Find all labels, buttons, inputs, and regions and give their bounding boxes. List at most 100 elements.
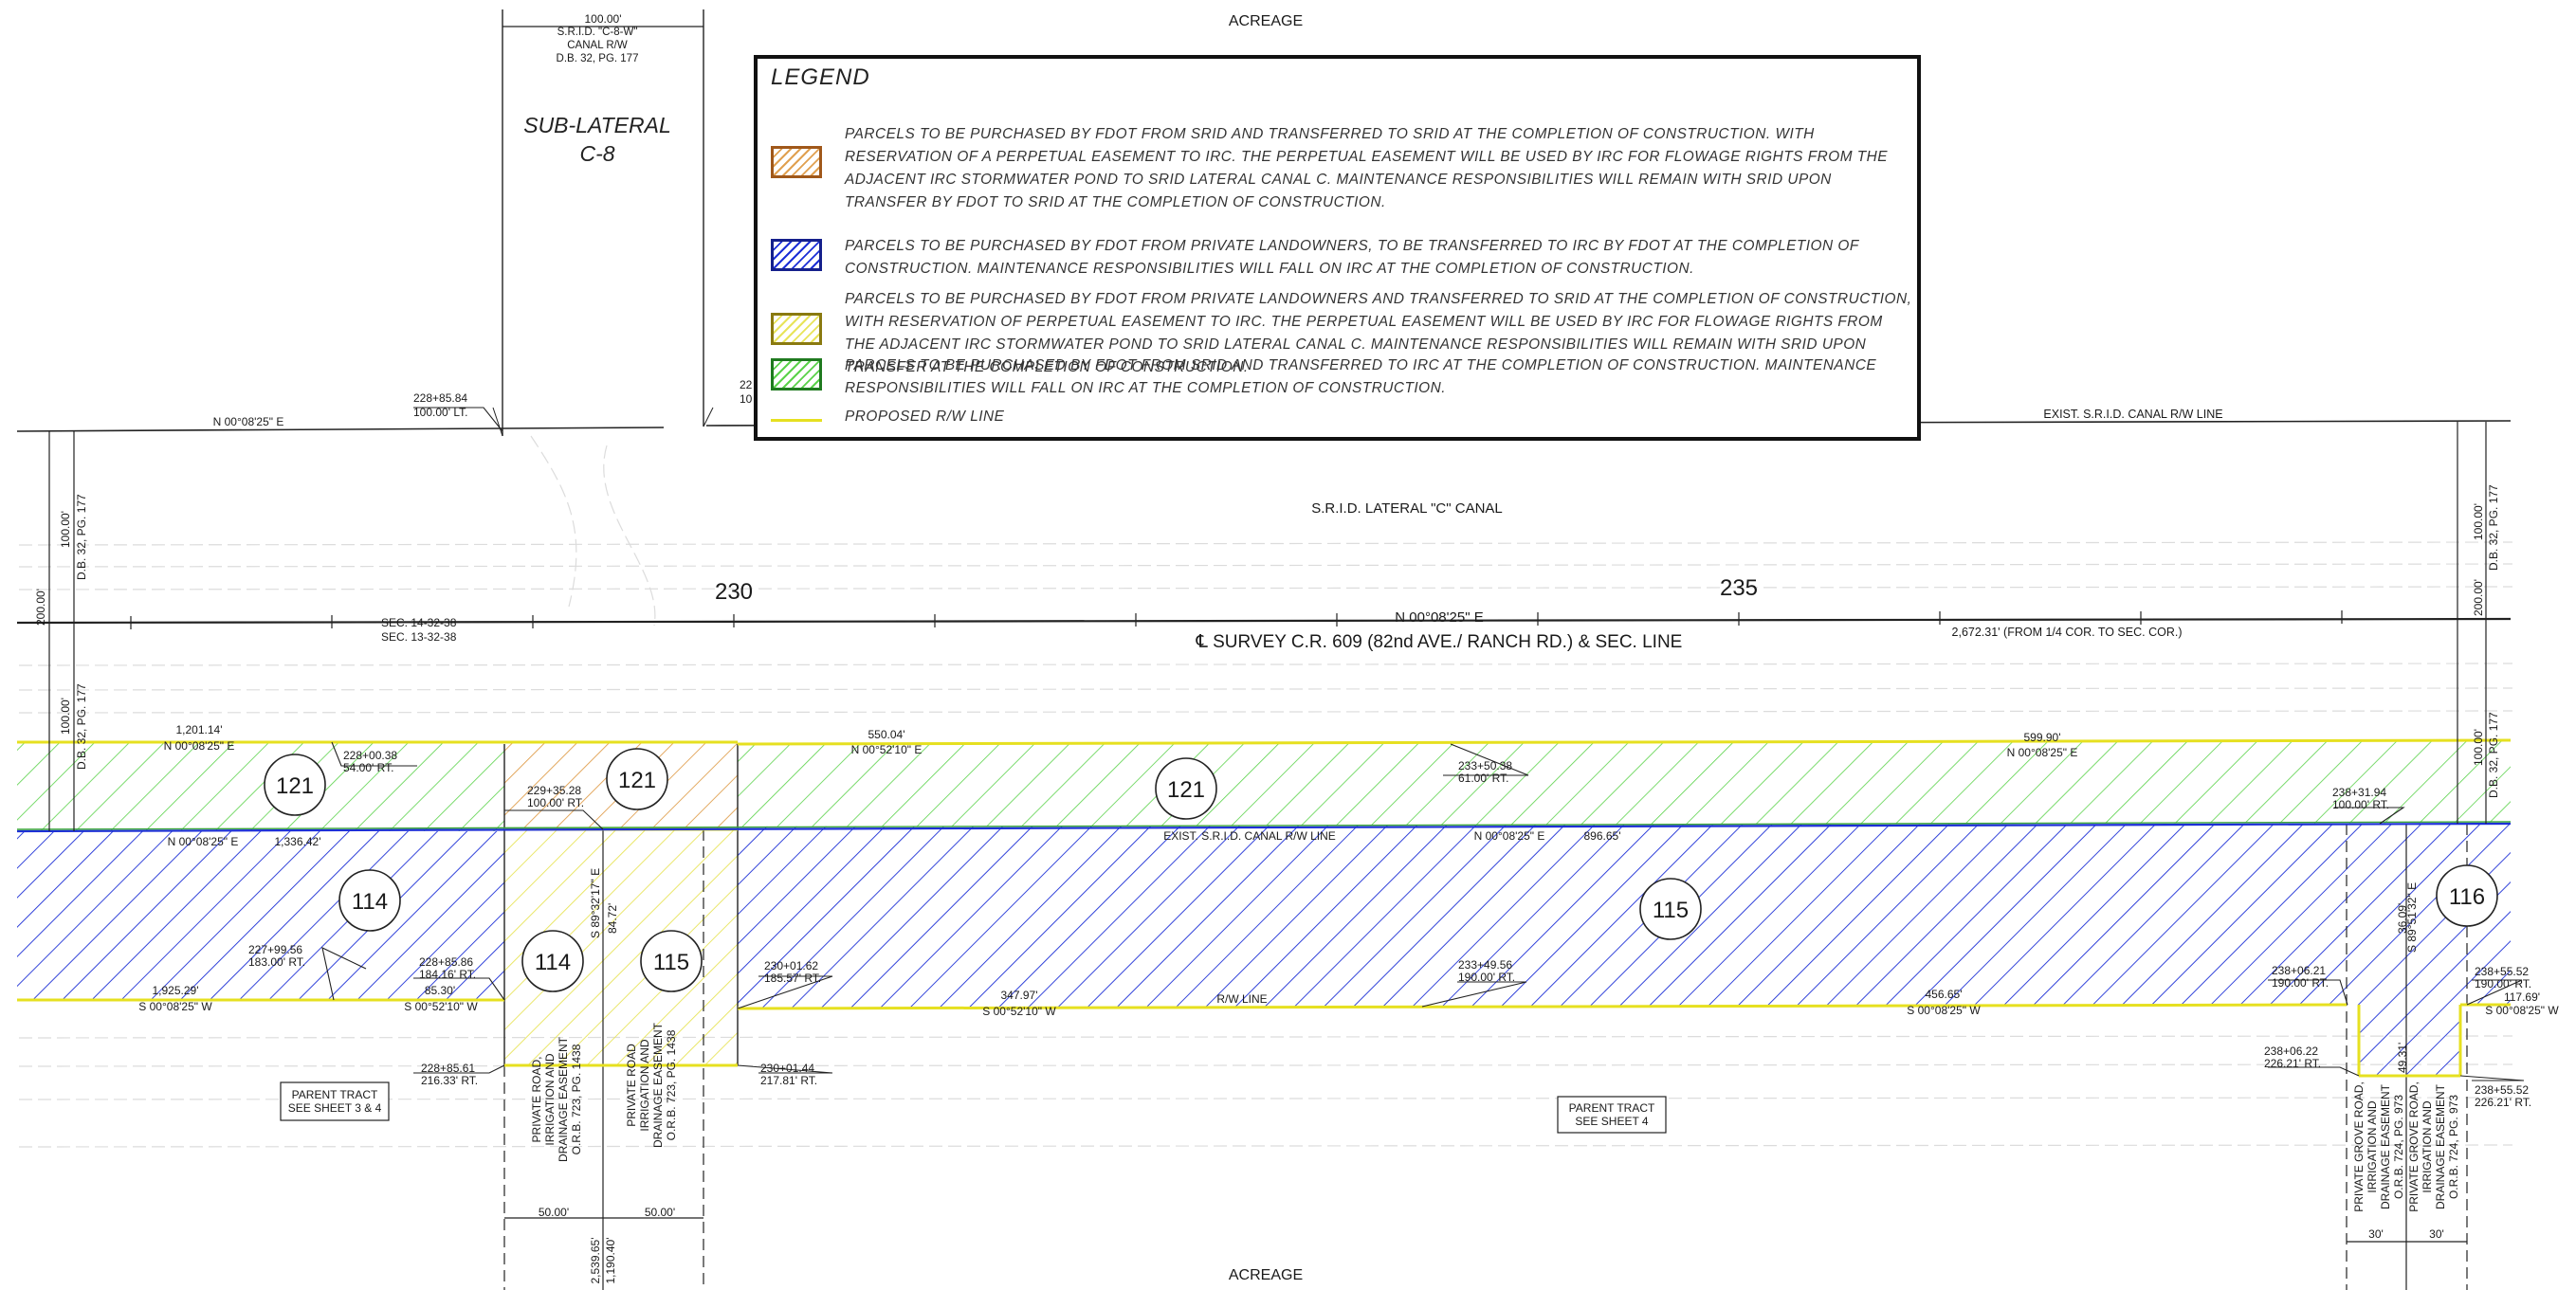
- legend-text: PARCELS TO BE PURCHASED BY FDOT FROM SRI…: [845, 357, 1877, 396]
- parcel-label: 121: [1167, 777, 1205, 803]
- annotation: EXIST. S.R.I.D. CANAL R/W LINE: [1163, 829, 1336, 843]
- easement-text: PRIVATE ROAD,: [530, 1057, 543, 1143]
- canal-rw-green-line: [16, 821, 2512, 830]
- right-lower-width: 100.00': [2472, 729, 2485, 766]
- left-upper-width: 100.00': [59, 511, 72, 548]
- annotation: S 00°52'10" W: [982, 1005, 1056, 1018]
- survey-distance-note: 2,672.31' (FROM 1/4 COR. TO SEC. COR.): [1952, 626, 2183, 639]
- annotation: 550.04': [868, 728, 905, 741]
- legend-title: LEGEND: [771, 64, 870, 90]
- tract-label: SEE SHEET 4: [1575, 1115, 1648, 1128]
- parcel-label: 114: [352, 889, 388, 915]
- sub-lateral-note: CANAL R/W: [567, 40, 628, 51]
- parent-tract-box-1: PARENT TRACT SEE SHEET 3 & 4: [280, 1081, 390, 1121]
- sub-lateral-name: C-8: [579, 141, 614, 166]
- parcel-yellow-hatch-center: [504, 829, 738, 1065]
- annotation: S 00°08'25" W: [2485, 1004, 2559, 1017]
- annotation: 229+35.28: [527, 784, 581, 797]
- right-upper-ref: D.B. 32, PG. 177: [2487, 484, 2500, 571]
- parcel-116-blue-hatch: [2347, 823, 2511, 1076]
- annotation: 1,336.42': [274, 835, 320, 848]
- green-hatch-swatch: [771, 358, 822, 391]
- annotation: 228+85.86: [419, 955, 473, 969]
- annotation: 599.90': [2024, 731, 2061, 744]
- easement-text: IRRIGATION AND: [2366, 1100, 2379, 1192]
- station-235: 235: [1720, 575, 1758, 601]
- annotation: 228+85.84: [413, 391, 467, 405]
- section-label-bottom: SEC. 13-32-38: [381, 630, 457, 644]
- annotation: S 00°08'25" W: [138, 1000, 212, 1013]
- annotation: S 89°32'17" E: [589, 868, 602, 938]
- easement-text: IRRIGATION AND: [638, 1039, 651, 1131]
- annotation: 190.00' RT.: [1458, 971, 1515, 984]
- easement-width: 50.00': [539, 1206, 569, 1219]
- sub-lateral-title: SUB-LATERAL: [523, 113, 671, 137]
- annotation: 238+31.94: [2332, 786, 2386, 799]
- annotation: 84.72': [606, 903, 619, 934]
- right-total-width: 200.00': [2472, 579, 2485, 616]
- tract-label: SEE SHEET 3 & 4: [288, 1101, 382, 1115]
- orange-hatch-swatch: [771, 146, 822, 178]
- easement-distance: 1,190.40': [604, 1237, 617, 1283]
- station-ticks: [130, 610, 2343, 629]
- annotation: 896.65': [1584, 829, 1621, 843]
- parcel-label: 121: [276, 773, 314, 799]
- annotation: N 00°08'25" E: [168, 835, 239, 848]
- legend-box: LEGEND PARCELS TO BE PURCHASED BY FDOT F…: [754, 55, 1921, 441]
- annotation: N 00°08'25" E: [2007, 746, 2078, 759]
- annotation: 22: [740, 378, 753, 391]
- annotation: 230+01.44: [760, 1062, 814, 1075]
- sub-lateral-width: 100.00': [585, 12, 622, 26]
- annotation: 456.65': [1926, 988, 1963, 1001]
- legend-text: PARCELS TO BE PURCHASED BY FDOT FROM PRI…: [845, 291, 1912, 375]
- yellow-line-swatch: [771, 419, 822, 422]
- annotation: 238+55.52: [2475, 965, 2529, 978]
- canal-name: S.R.I.D. LATERAL "C" CANAL: [1311, 500, 1503, 517]
- parcel-circles: [264, 748, 2498, 992]
- annotation: N 00°08'25" E: [1474, 829, 1545, 843]
- station-230: 230: [715, 579, 753, 605]
- annotation: 184.16' RT.: [419, 968, 476, 981]
- annotation: 230+01.62: [764, 959, 818, 972]
- annotation: 228+00.38: [343, 749, 397, 762]
- left-lower-width: 100.00': [59, 698, 72, 735]
- easement-width: 30': [2368, 1227, 2384, 1241]
- right-lower-ref: D.B. 32, PG. 177: [2487, 712, 2500, 798]
- leader-lines: [321, 407, 2525, 1081]
- canal-rw-blue-line: [16, 822, 2512, 833]
- annotation: 238+06.21: [2272, 964, 2326, 977]
- right-upper-width: 100.00': [2472, 503, 2485, 540]
- parcel-label: 114: [535, 950, 571, 975]
- easement-text: O.R.B. 724, PG. 973: [2392, 1095, 2405, 1199]
- easement-distance: 2,539.65': [589, 1237, 602, 1283]
- annotation: S 00°52'10" W: [404, 1000, 478, 1013]
- bottom-acreage-label: ACREAGE: [1229, 1267, 1303, 1283]
- annotation: N 00°08'25" E: [164, 739, 235, 753]
- left-total-width: 200.00': [34, 589, 47, 626]
- annotation: 1,925.29': [152, 984, 198, 997]
- sub-lateral-note: D.B. 32, PG. 177: [557, 53, 639, 64]
- annotation: 190.00' RT.: [2272, 976, 2329, 990]
- annotation: 227+99.56: [248, 943, 302, 956]
- parcel-121-green-hatch-right: [738, 740, 2511, 827]
- annotation: 10: [740, 392, 753, 406]
- easement-text: IRRIGATION AND: [2421, 1100, 2434, 1192]
- proposed-rw-lines: [17, 738, 2512, 1078]
- parcel-115-blue-hatch: [738, 824, 2347, 1008]
- easement-text: DRAINAGE EASEMENT: [2434, 1083, 2447, 1209]
- easement-text: DRAINAGE EASEMENT: [557, 1036, 570, 1162]
- parcel-121-green-hatch-left: [17, 742, 504, 831]
- parcel-label: 121: [618, 768, 656, 793]
- annotation: R/W LINE: [1216, 992, 1267, 1006]
- annotation: 226.21' RT.: [2475, 1096, 2531, 1109]
- easement-text: O.R.B. 723, PG. 1438: [665, 1029, 678, 1140]
- annotation: 61.00' RT.: [1458, 772, 1508, 785]
- tract-label: PARENT TRACT: [1569, 1101, 1655, 1115]
- annotation: 185.57' RT.: [764, 972, 821, 985]
- annotation: 233+49.56: [1458, 958, 1512, 972]
- parcel-label: 115: [1653, 898, 1689, 923]
- easement-text: PRIVATE GROVE ROAD,: [2352, 1081, 2366, 1212]
- annotation: 226.21' RT.: [2264, 1057, 2321, 1070]
- easement-text: O.R.B. 724, PG. 973: [2447, 1095, 2460, 1199]
- annotation: 347.97': [1001, 989, 1038, 1002]
